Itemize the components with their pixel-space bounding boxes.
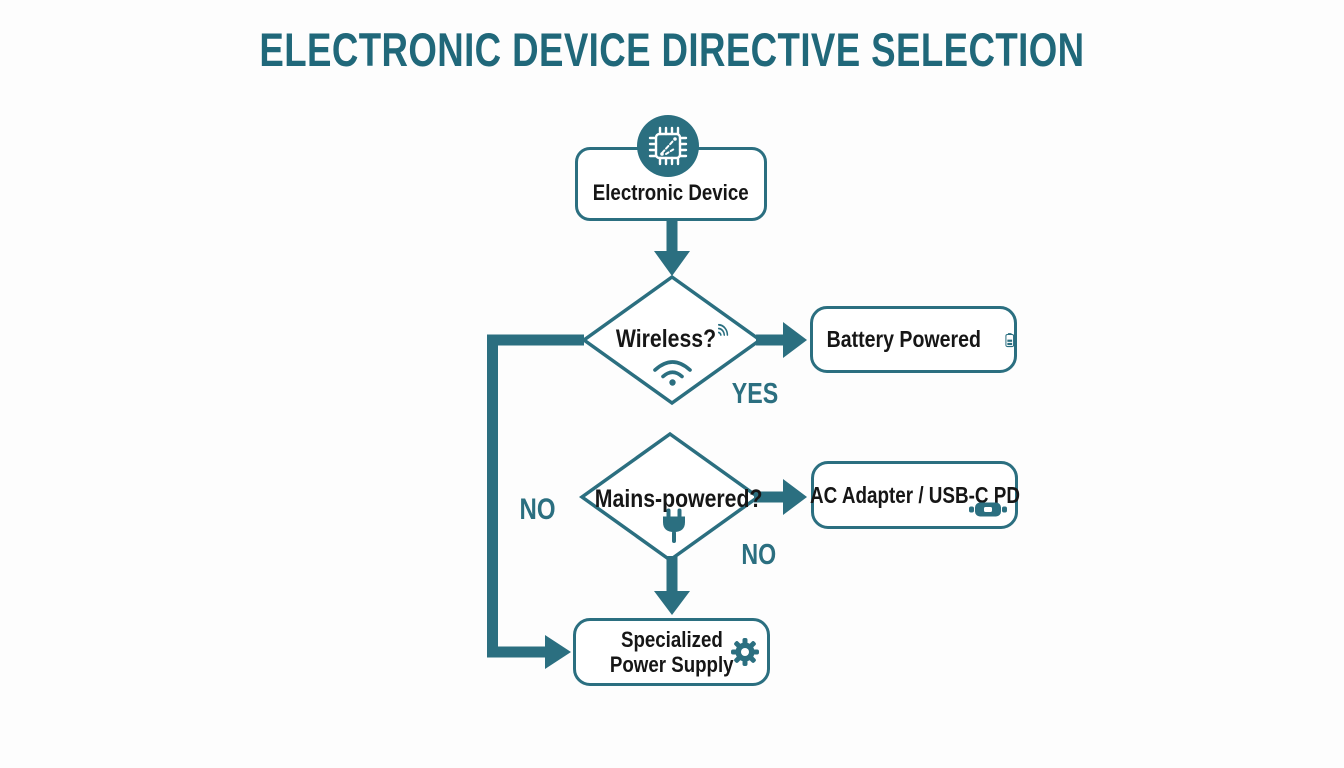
mains-decision: Mains-powered?	[580, 485, 763, 514]
page-title-text: ELECTRONIC DEVICE DIRECTIVE SELECTION	[259, 23, 1085, 76]
arrowhead-wireless-no-to-specialized	[545, 635, 571, 669]
usb-c-icon	[969, 502, 1007, 517]
arrowhead-mains-to-ac	[783, 479, 807, 515]
wireless-decision-label: Wireless?	[615, 325, 717, 353]
edge-wireless-no-to-specialized	[487, 334, 584, 658]
plug-icon	[663, 508, 685, 543]
mains-decision-label: Mains-powered?	[594, 485, 763, 513]
arrowhead-mains-to-specialized	[654, 591, 690, 615]
node-specialized-power-supply: Specialized Power Supply	[573, 618, 770, 686]
edge-label-no-wireless: NO	[519, 493, 556, 526]
node-battery-powered-label: Battery Powered	[826, 326, 981, 352]
node-battery-powered: Battery Powered	[810, 306, 1017, 373]
arrowhead-device-to-wireless	[654, 251, 690, 276]
edge-label-no-mains: NO	[741, 539, 776, 571]
signal-superscript-icon	[717, 323, 729, 336]
node-ac-adapter: AC Adapter / USB-C PD	[810, 461, 1019, 529]
node-specialized-label-line2: Power Supply	[609, 652, 734, 677]
arrowhead-wireless-to-battery	[783, 322, 807, 358]
gear-icon	[731, 638, 759, 666]
edge-label-yes: YES	[732, 378, 779, 410]
chip-icon	[637, 115, 699, 177]
page-title: ELECTRONIC DEVICE DIRECTIVE SELECTION	[0, 22, 1344, 77]
node-electronic-device-label: Electronic Device	[593, 180, 749, 205]
node-specialized-label-line1: Specialized	[620, 627, 723, 652]
wireless-decision-diamond	[580, 274, 764, 406]
wireless-decision: Wireless?	[582, 323, 762, 354]
battery-icon	[1004, 332, 1014, 347]
wifi-icon	[653, 360, 692, 386]
